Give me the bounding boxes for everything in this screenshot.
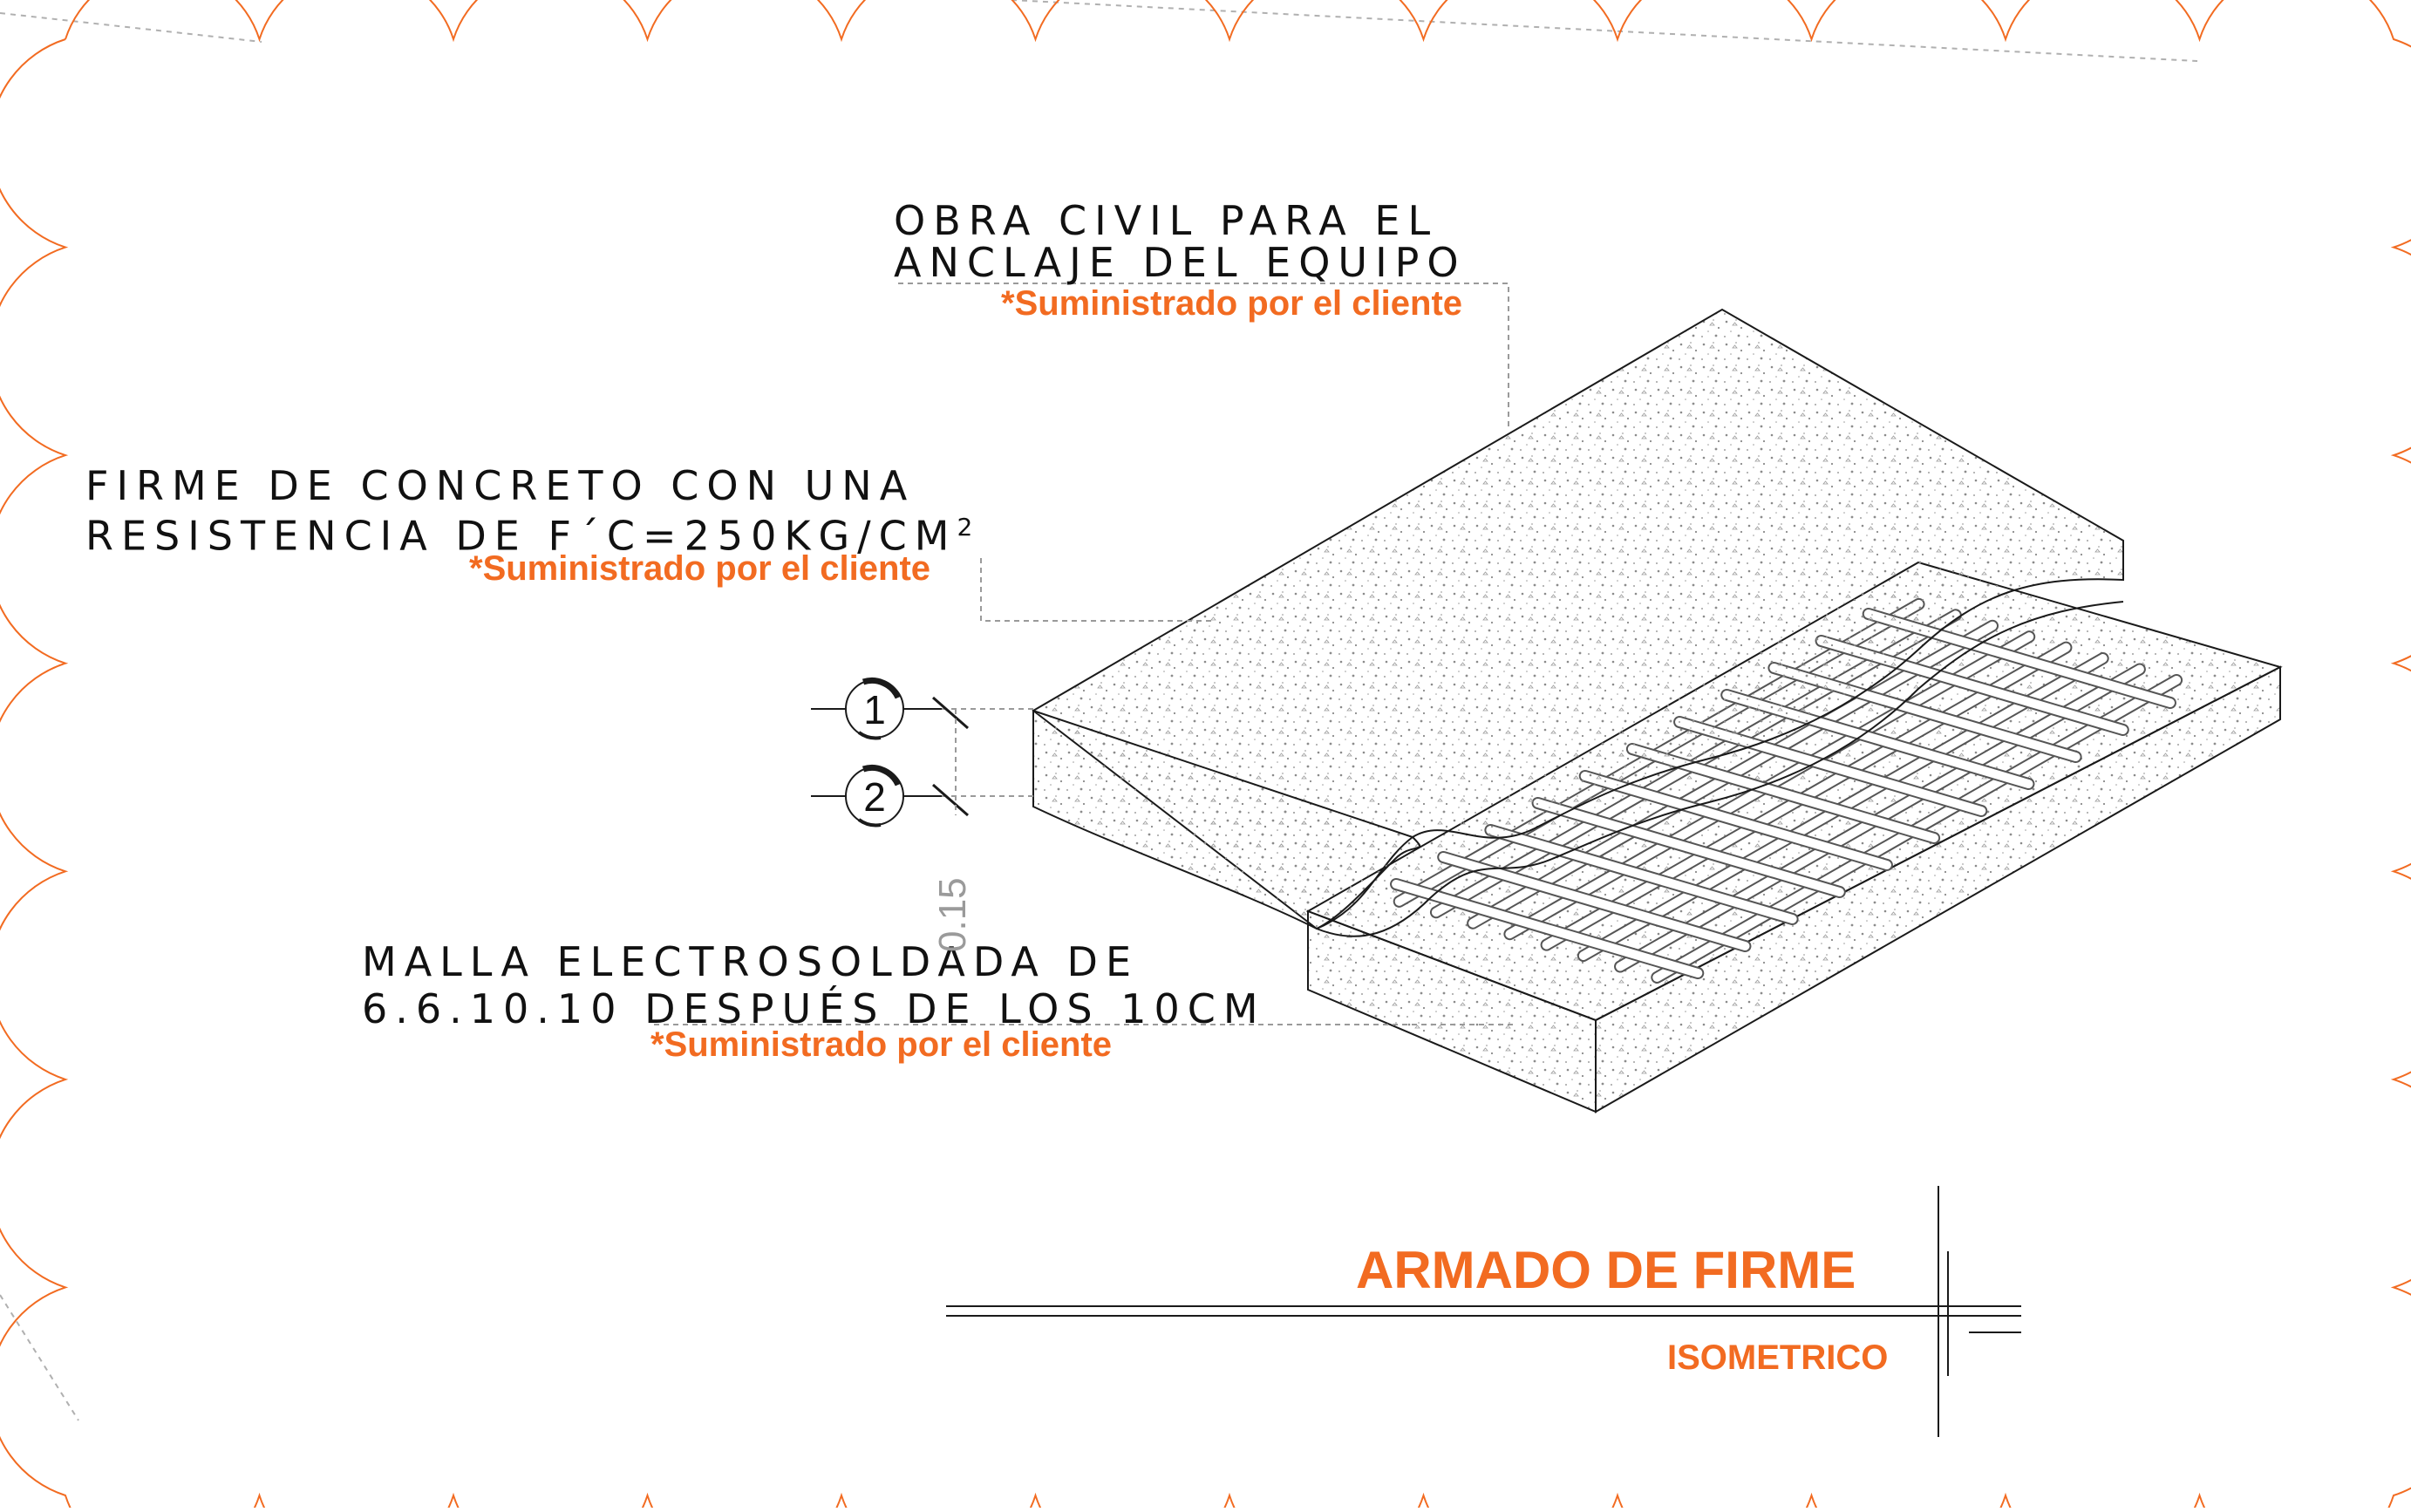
firme-note: *Suministrado por el cliente (469, 549, 931, 588)
dimension-label: 0.15 (931, 877, 974, 952)
level-bubble-2: 2 (863, 774, 886, 820)
mesh-bar (1392, 879, 1703, 978)
malla-label-line2: 6.6.10.10 DESPUÉS DE LOS 10CM (362, 985, 1266, 1032)
obra-note: *Suministrado por el cliente (1001, 284, 1463, 323)
firme-label-line1: FIRME DE CONCRETO CON UNA (85, 462, 916, 509)
malla-note: *Suministrado por el cliente (650, 1025, 1113, 1064)
drawing-subtitle: ISOMETRICO (1667, 1338, 1889, 1377)
mesh-bar (1580, 771, 1891, 870)
wave-cut-edge (1316, 601, 2124, 937)
mesh-bar (1533, 798, 1844, 897)
page-guides (0, 0, 2198, 1421)
level-bubble-1: 1 (863, 687, 886, 732)
mesh-bar (1486, 825, 1797, 924)
firme-label-text: RESISTENCIA DE F´C=250KG/CM (85, 512, 957, 560)
obra-label-line1: OBRA CIVIL PARA EL (894, 197, 1439, 244)
title-block-lines (946, 1186, 2021, 1437)
obra-label-line2: ANCLAJE DEL EQUIPO (894, 239, 1467, 286)
firme-label-line2: RESISTENCIA DE F´C=250KG/CM2 (85, 506, 972, 557)
concrete-slab-front-face (1032, 709, 1421, 930)
level-markers (811, 678, 969, 828)
malla-label-line1: MALLA ELECTROSOLDADA DE (362, 938, 1140, 985)
drawing-title: ARMADO DE FIRME (1356, 1241, 1856, 1299)
mesh-bar (1439, 852, 1750, 951)
firme-label-superscript: 2 (957, 513, 973, 541)
leader-lines (654, 283, 1517, 1025)
mesh-slab-left-face (1307, 909, 1597, 1114)
